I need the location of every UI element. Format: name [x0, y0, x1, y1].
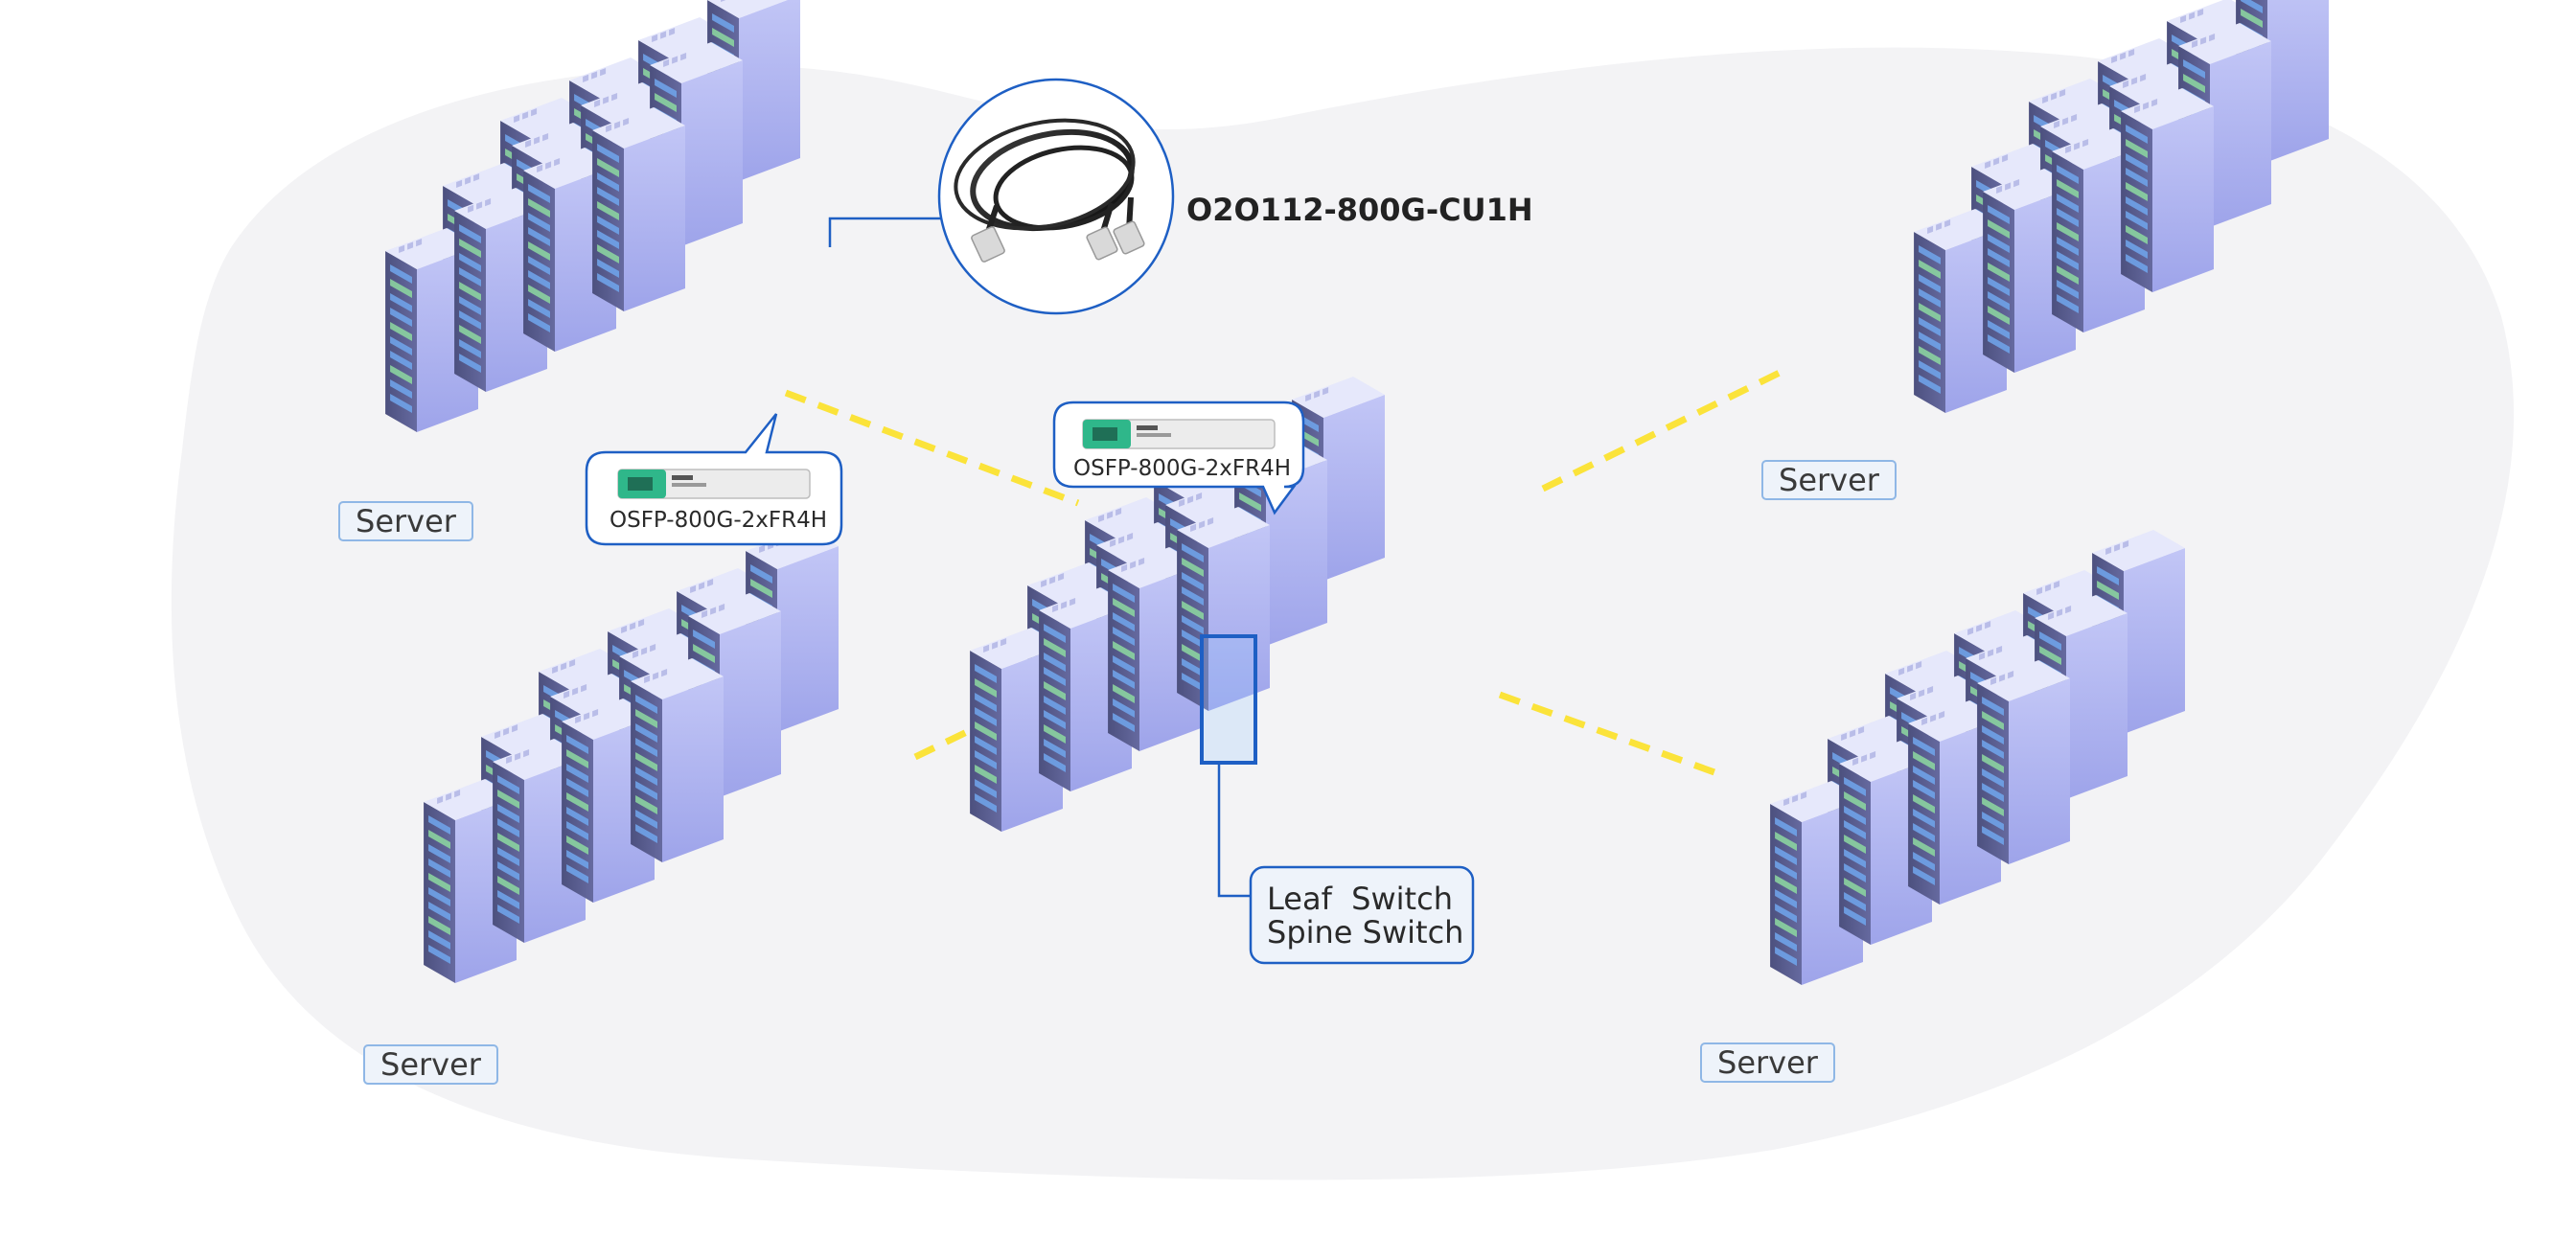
server-rack	[592, 107, 685, 311]
highlighted-switch-rack	[1200, 634, 1257, 765]
link-top-left	[784, 389, 1080, 507]
cable-leader-line	[828, 217, 941, 247]
cable-callout	[828, 78, 1175, 315]
link-top-right	[1541, 365, 1789, 493]
server-rack	[631, 658, 724, 862]
cable-icon	[954, 118, 1145, 263]
server-label-top-right: Server	[1761, 460, 1897, 500]
server-label-top-left: Server	[338, 501, 473, 541]
switch-leader-line	[1217, 763, 1251, 898]
spine-switch-label: Spine Switch	[1267, 914, 1464, 951]
server-rack	[1977, 660, 2070, 864]
osfp-label-left: OSFP-800G-2xFR4H	[610, 508, 828, 533]
server-label-bottom-left: Server	[363, 1044, 498, 1085]
server-rack	[2121, 88, 2214, 292]
osfp-module-icon	[617, 469, 811, 499]
leaf-switch-label: Leaf Switch	[1267, 881, 1453, 917]
osfp-label-center: OSFP-800G-2xFR4H	[1073, 456, 1292, 481]
switch-label-box	[1249, 865, 1475, 965]
server-label-bottom-right: Server	[1700, 1042, 1835, 1083]
osfp-module-icon	[1082, 419, 1276, 449]
server-racks	[385, 0, 2329, 985]
module-callout-left	[585, 413, 843, 546]
link-bottom-right	[1498, 691, 1727, 780]
cable-label: O2O112-800G-CU1H	[1186, 192, 1533, 228]
module-callout-center	[1052, 401, 1305, 515]
